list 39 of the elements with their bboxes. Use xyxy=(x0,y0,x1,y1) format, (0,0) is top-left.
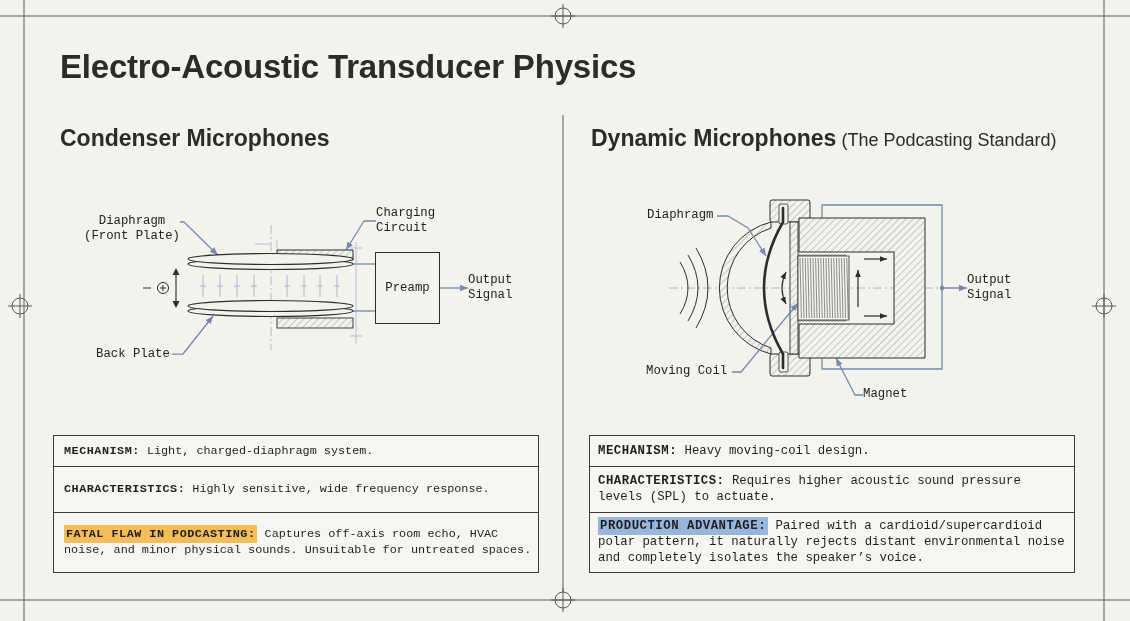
info-row xyxy=(589,511,1075,573)
preamp-block xyxy=(375,252,440,324)
row-text: MECHANISM: Light, charged-diaphragm system. xyxy=(64,443,375,459)
signal-arrow xyxy=(439,284,469,292)
row-text: MECHANISM: Heavy moving-coil design. xyxy=(598,443,871,459)
wire-line xyxy=(352,263,376,265)
leader-line xyxy=(716,215,767,257)
output-label: Output Signal xyxy=(967,273,1019,303)
row-text: CHARACTERISTICS: Requires higher acoustic sound pressure levels (SPL) to actuate. xyxy=(598,473,1022,506)
info-row xyxy=(589,435,1075,467)
page-title: Electro-Acoustic Transducer Physics xyxy=(60,48,637,86)
block-label: Preamp xyxy=(385,280,430,296)
row-text: CHARACTERISTICS: Highly sensitive, wide frequency response. xyxy=(64,481,491,498)
info-row xyxy=(53,435,539,467)
row-text: FATAL FLAW IN PODCASTING: Captures off-axis room echo, HVAC noise, and minor physical sounds. Unsuitable for untreated spaces. xyxy=(64,526,533,559)
leader-line xyxy=(731,302,799,373)
section-heading: Condenser Microphones xyxy=(60,124,330,152)
info-row xyxy=(53,465,539,513)
magnet-block xyxy=(798,217,926,359)
output-label: Output Signal xyxy=(468,273,520,303)
callout-label: Diaphragm (Front Plate) xyxy=(84,214,180,244)
leader-line xyxy=(171,315,214,355)
wire-line xyxy=(352,310,376,312)
curved-membrane xyxy=(762,206,785,370)
plate-disc xyxy=(187,299,354,318)
leader-line xyxy=(345,220,377,251)
info-row xyxy=(53,511,539,573)
signal-wire xyxy=(821,204,968,370)
coil-winding xyxy=(797,254,850,322)
leader-line xyxy=(835,357,864,396)
callout-label: Magnet xyxy=(863,387,911,402)
info-row xyxy=(589,465,1075,513)
leader-line xyxy=(179,221,219,256)
callout-label: Moving Coil xyxy=(646,364,732,379)
section-heading: Dynamic Microphones (The Podcasting Standard) xyxy=(591,124,1057,153)
callout-label: Diaphragm xyxy=(647,208,717,223)
callout-label: Charging Circuit xyxy=(376,206,442,236)
callout-label: Back Plate xyxy=(96,347,172,362)
row-text: PRODUCTION ADVANTAGE: Paired with a cardioid/supercardioid polar pattern, it naturally rejects distant environmental noise and completely isolates the speaker’s voice. xyxy=(598,518,1066,567)
